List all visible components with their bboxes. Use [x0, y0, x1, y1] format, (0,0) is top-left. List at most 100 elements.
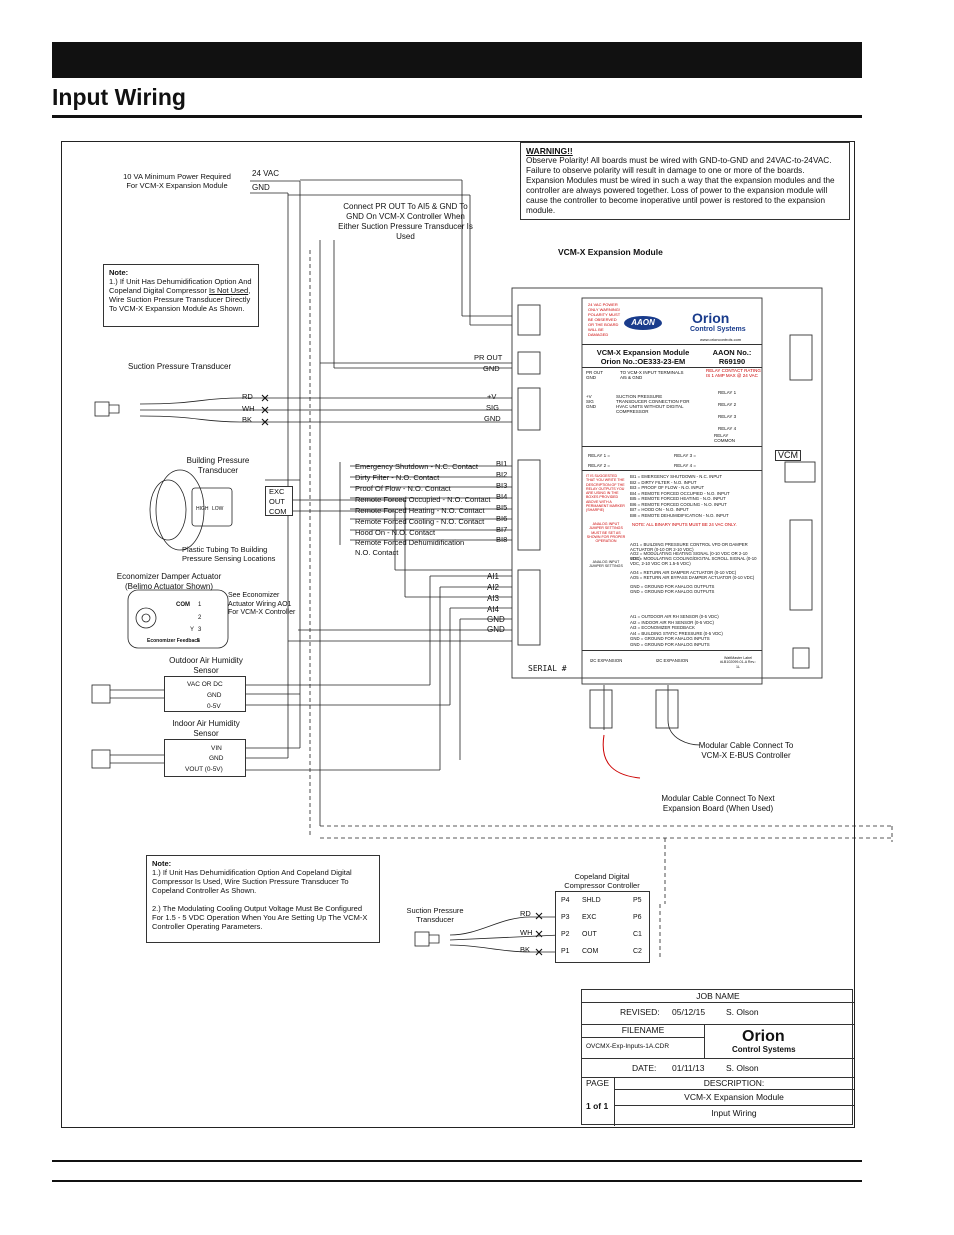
binary-input-label: Emergency Shutdown - N.C. Contact	[355, 462, 478, 471]
tb-description-label: DESCRIPTION:	[703, 1078, 765, 1088]
tb-date-label: DATE:	[632, 1063, 657, 1073]
power-note: 10 VA Minimum Power Required For VCM-X E…	[123, 172, 231, 190]
diagram-frame	[61, 141, 855, 1128]
board-bi-item: BI8 = REMOTE DEHUMIDIFICATION - N.O. INP…	[630, 512, 729, 518]
board-ai-item: AI4 = BUILDING STATIC PRESSURE (0-5 VDC)	[630, 630, 723, 636]
board-sp-desc: SUCTION PRESSURE TRANSDUCER CONNECTION F…	[616, 394, 690, 414]
building-pressure-high: HIGH	[196, 506, 209, 512]
term-plus-v: +V	[487, 392, 497, 401]
note-1-text-pre: 1.) If Unit Has Dehumidification Option …	[109, 277, 252, 295]
binary-input-terminal: BI1	[496, 459, 508, 468]
board-divider-4	[582, 470, 762, 471]
board-power-warning: 24 VAC POWER ONLY WARNING! POLARITY MUST…	[588, 302, 621, 337]
modular-cable-2: Modular Cable Connect To Next Expansion …	[661, 794, 775, 813]
board-relay-2: RELAY 2	[718, 402, 737, 407]
economizer-y: Y	[190, 627, 195, 633]
economizer-feedback: Economizer Feedback	[147, 638, 200, 644]
binary-input-label: Remote Forced Cooling - N.O. Contact	[355, 517, 485, 526]
board-relay-field-2: RELAY 2 =	[588, 463, 610, 468]
outdoor-rh-terminals: VAC OR DC GND 0-5V	[164, 676, 246, 712]
copeland-pin-function: EXC	[582, 914, 597, 921]
copeland-wire-rd: RD	[520, 909, 531, 918]
copeland-pin: P6	[633, 914, 642, 921]
module-label: VCM-X Expansion Module	[558, 247, 663, 257]
board-vcm: VCM	[775, 450, 801, 461]
board-pr-gnd: GND	[586, 375, 596, 380]
tb-description-2: Input Wiring	[711, 1108, 757, 1118]
binary-input-terminal: BI5	[496, 503, 508, 512]
board-relay-1: RELAY 1	[718, 390, 737, 395]
binary-input-label: Proof Of Flow - N.O. Contact	[355, 484, 451, 493]
board-bi-item: BI6 = REMOTE FORCED COOLING - N.O. INPUT	[630, 501, 727, 507]
copeland-pin: P2	[561, 931, 570, 938]
economizer-pin-1: 1	[198, 602, 202, 608]
economizer-pin-2: 2	[198, 615, 202, 621]
tb-filename: OVCMX-Exp-Inputs-1A.CDR	[586, 1043, 670, 1050]
board-relay-4: RELAY 4	[718, 426, 737, 431]
suction-wire-bk: BK	[242, 415, 253, 424]
analog-input-terminal: GND	[487, 625, 505, 634]
footer-rule-top	[52, 1160, 862, 1162]
board-ao-item: GND = GROUND FOR ANALOG OUTPUTS	[630, 589, 715, 594]
title-rule	[52, 115, 862, 118]
bp-term-exc: EXC	[269, 487, 285, 496]
term-pr-gnd: GND	[483, 364, 500, 373]
tb-page-label: PAGE	[586, 1078, 609, 1088]
tb-orion-logo-sub: Control Systems	[732, 1045, 796, 1054]
warning-text: Observe Polarity! All boards must be wir…	[526, 156, 835, 215]
tb-line-4	[582, 1058, 854, 1059]
power-24vac: 24 VAC	[252, 169, 279, 178]
indoor-rh-vout: VOUT (0-5V)	[185, 766, 223, 773]
note-1-body: 1.) If Unit Has Dehumidification Option …	[109, 277, 253, 313]
copeland-pin: P4	[561, 897, 570, 904]
header-bar	[52, 42, 862, 78]
note-1-text-post: , Wire Suction Pressure Transducer Direc…	[109, 286, 251, 313]
orion-logo: Orion	[692, 310, 730, 326]
board-bi-item: BI1 = EMERGENCY SHUTDOWN - N.C. INPUT	[630, 474, 722, 479]
copeland-controller	[555, 891, 650, 963]
copeland-pin: P1	[561, 948, 570, 955]
board-sp-gnd: GND	[586, 404, 596, 409]
tb-description-1: VCM-X Expansion Module	[684, 1092, 784, 1102]
building-pressure-terminals: EXC OUT COM	[265, 486, 293, 516]
analog-input-terminal: AI3	[487, 594, 500, 603]
warning-box: WARNING!! Observe Polarity! All boards m…	[520, 142, 850, 220]
expansion-board: 24 VAC POWER ONLY WARNING! POLARITY MUST…	[582, 298, 762, 684]
board-jumper-title: ANALOG INPUT JUMPER SETTINGS	[589, 560, 623, 569]
binary-input-label: Remote Forced Heating - N.O. Contact	[355, 506, 485, 515]
analog-input-terminal: AI1	[487, 572, 500, 581]
board-part: Orion No.:OE333-23-EM	[600, 357, 686, 366]
tb-date-by: S. Olson	[726, 1063, 759, 1073]
board-ao-item: AO4 = RETURN AIR DAMPER ACTUATOR (0-10 V…	[630, 570, 737, 575]
board-relay-field-4: RELAY 4 =	[674, 463, 696, 468]
footer-rule-bottom	[52, 1180, 862, 1182]
board-relay-3: RELAY 3	[718, 414, 737, 419]
copeland-pin: P3	[561, 914, 570, 921]
board-relay-field-1: RELAY 1 =	[588, 453, 610, 458]
binary-input-label: Hood On - N.O. Contact	[355, 528, 436, 537]
note-1-title: Note:	[109, 268, 129, 277]
note-2-p2: 2.) The Modulating Cooling Output Voltag…	[152, 904, 368, 931]
tb-line-5	[582, 1077, 854, 1078]
term-pr-out: PR OUT	[474, 353, 503, 362]
tb-revised-date: 05/12/15	[672, 1007, 706, 1017]
board-sp-v: +V	[586, 394, 592, 399]
board-serial: SERIAL #	[528, 664, 567, 673]
outdoor-rh-gnd: GND	[207, 692, 222, 699]
page-title: Input Wiring	[52, 84, 186, 110]
binary-input-terminal: BI7	[496, 525, 508, 534]
analog-input-terminal: AI2	[487, 583, 500, 592]
analog-input-terminal: AI4	[487, 605, 500, 614]
economizer-title: Economizer Damper Actuator (Belimo Actua…	[116, 572, 222, 591]
pr-out-note: Connect PR OUT To AI5 & GND To GND On VC…	[338, 202, 473, 241]
economizer-pin-3: 3	[198, 627, 202, 633]
board-ai-item: AI1 = OUTDOOR AIR RH SENSOR (0-5 VDC)	[630, 614, 719, 619]
board-aaon-title: AAON No.:	[712, 348, 752, 357]
board-ai-item: GND = GROUND FOR ANALOG INPUTS	[630, 636, 710, 641]
indoor-rh-title: Indoor Air Humidity Sensor	[172, 719, 240, 738]
binary-input-terminal: BI3	[496, 481, 508, 490]
board-i2c-left: I2C EXPANSION	[589, 658, 623, 663]
copeland-wire-bk: BK	[520, 945, 531, 954]
binary-input-label: N.O. Contact	[355, 548, 399, 557]
building-pressure-tubing: Plastic Tubing To Building Pressure Sens…	[182, 545, 276, 563]
